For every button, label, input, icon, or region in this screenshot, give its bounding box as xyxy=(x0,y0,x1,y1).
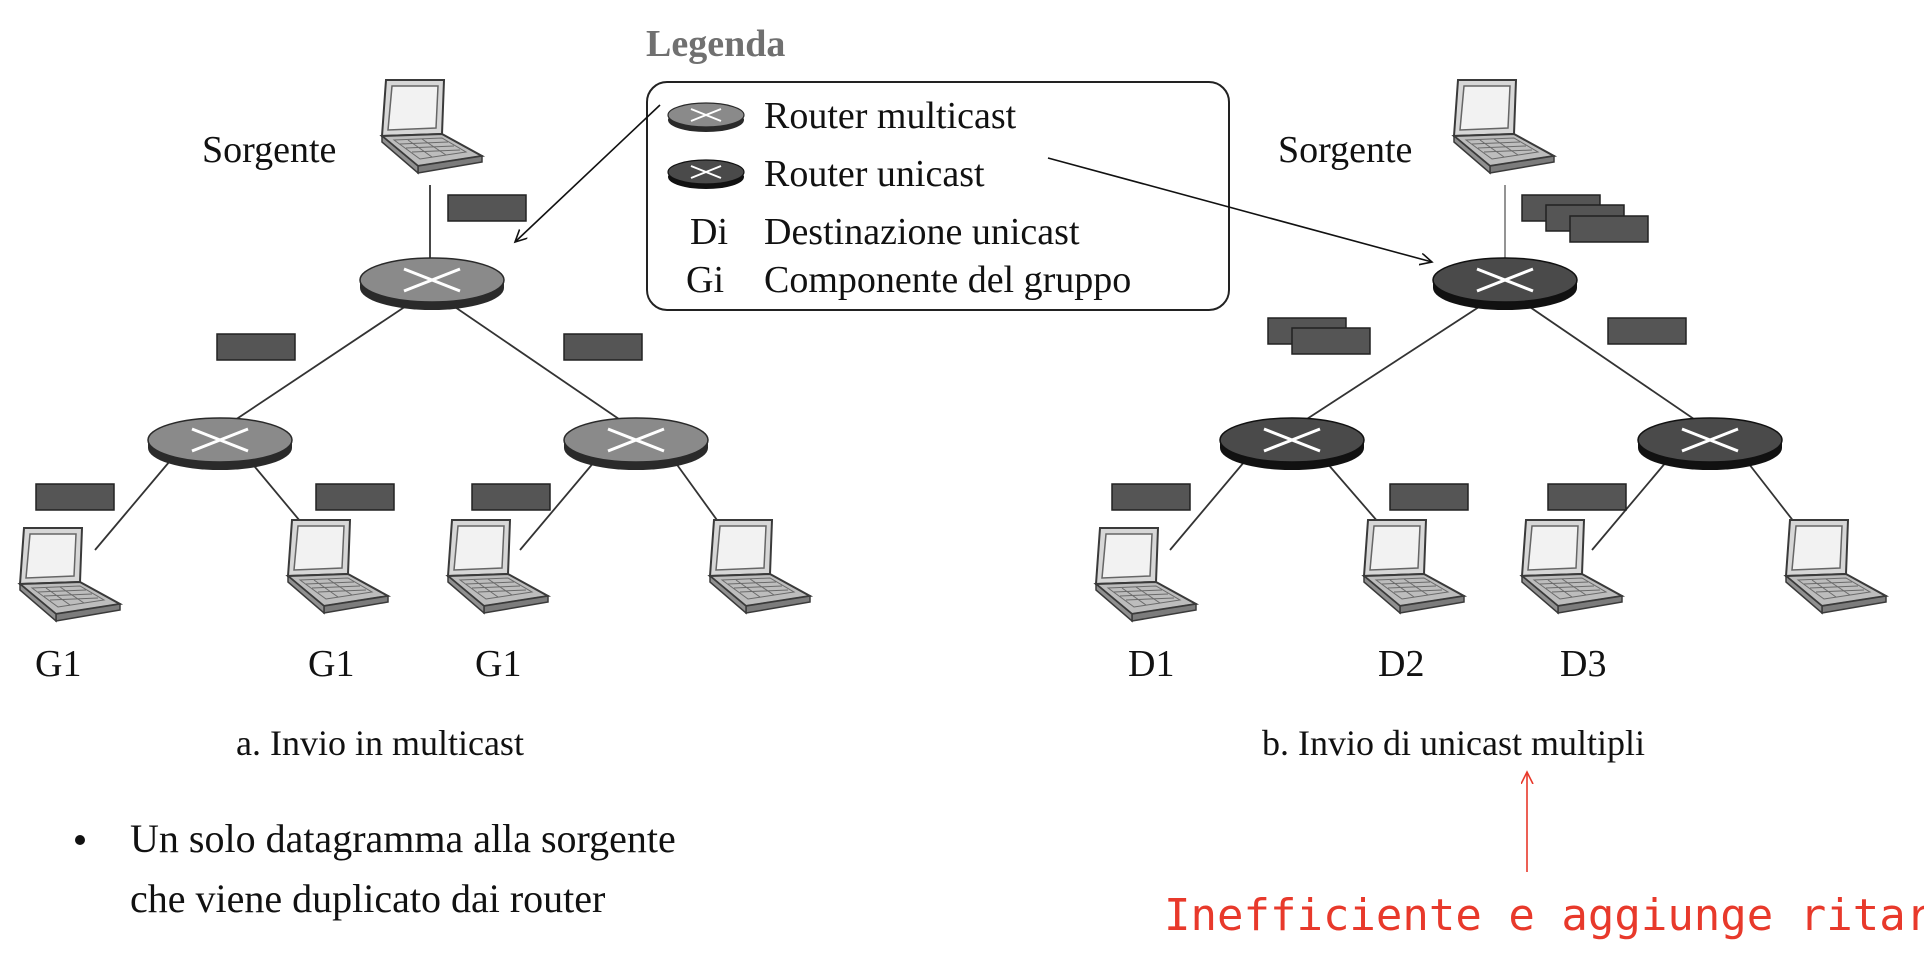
legend-title: Legenda xyxy=(646,23,785,65)
packet xyxy=(1111,483,1191,511)
bullet-dot xyxy=(75,835,85,845)
laptop-icon xyxy=(1785,519,1887,614)
diagram-b: Sorgente D1 D2 D3 b. Invio di unicast mu… xyxy=(1095,79,1887,763)
diagram-a: Sorgente G1 G1 G1 a. Invio in multicast xyxy=(19,79,811,763)
links-b xyxy=(1169,185,1813,551)
router-unicast-b-root xyxy=(1431,256,1579,312)
packet xyxy=(471,483,551,511)
bullet-line-2: che viene duplicato dai router xyxy=(130,876,605,921)
laptop-icon xyxy=(1095,527,1197,622)
caption-a: a. Invio in multicast xyxy=(236,723,524,763)
packet xyxy=(563,333,643,361)
legend: Legenda Router multicast Router unicast … xyxy=(515,23,1432,311)
router-multicast-icon xyxy=(667,102,745,133)
laptop-icon xyxy=(381,79,483,174)
router-multicast-a-left xyxy=(146,416,294,472)
caption-b: b. Invio di unicast multipli xyxy=(1262,723,1645,763)
links-a xyxy=(94,185,736,551)
laptop-icon xyxy=(709,519,811,614)
bullet-note: Un solo datagramma alla sorgente che vie… xyxy=(75,816,676,921)
packet xyxy=(315,483,395,511)
legend-label-router-unicast: Router unicast xyxy=(764,153,985,195)
legend-label-gi: Componente del gruppo xyxy=(764,259,1131,301)
host-label-d1: D1 xyxy=(1128,643,1174,685)
legend-symbol-di: Di xyxy=(690,211,728,253)
packet xyxy=(1547,483,1627,511)
laptop-icon xyxy=(1363,519,1465,614)
host-label-g1: G1 xyxy=(475,643,521,685)
host-label-d3: D3 xyxy=(1560,643,1606,685)
annotation-text: Inefficiente e aggiunge ritardi xyxy=(1164,890,1924,941)
source-label-a: Sorgente xyxy=(202,129,336,171)
packet xyxy=(447,194,527,222)
legend-label-di: Destinazione unicast xyxy=(764,211,1080,253)
legend-arrow-multicast xyxy=(515,104,661,242)
annotation: Inefficiente e aggiunge ritardi xyxy=(1164,772,1924,941)
router-unicast-b-right xyxy=(1636,416,1784,472)
bullet-line-1: Un solo datagramma alla sorgente xyxy=(130,816,676,861)
packet xyxy=(216,333,296,361)
packet xyxy=(1569,215,1649,243)
router-multicast-a-right xyxy=(562,416,710,472)
laptop-icon xyxy=(1521,519,1623,614)
host-label-d2: D2 xyxy=(1378,643,1424,685)
packet xyxy=(1389,483,1469,511)
laptop-icon xyxy=(19,527,121,622)
source-label-b: Sorgente xyxy=(1278,129,1412,171)
host-label-g1: G1 xyxy=(308,643,354,685)
router-unicast-b-left xyxy=(1218,416,1366,472)
legend-arrow-unicast xyxy=(1047,157,1432,262)
legend-label-router-multicast: Router multicast xyxy=(764,95,1017,137)
laptop-icon xyxy=(287,519,389,614)
legend-symbol-gi: Gi xyxy=(686,259,724,301)
router-unicast-icon xyxy=(667,159,745,190)
legend-box xyxy=(646,81,1230,311)
laptop-icon xyxy=(1453,79,1555,174)
packet xyxy=(1291,327,1371,355)
host-label-g1: G1 xyxy=(35,643,81,685)
router-multicast-a-root xyxy=(358,256,506,312)
packet xyxy=(1607,317,1687,345)
packet xyxy=(35,483,115,511)
